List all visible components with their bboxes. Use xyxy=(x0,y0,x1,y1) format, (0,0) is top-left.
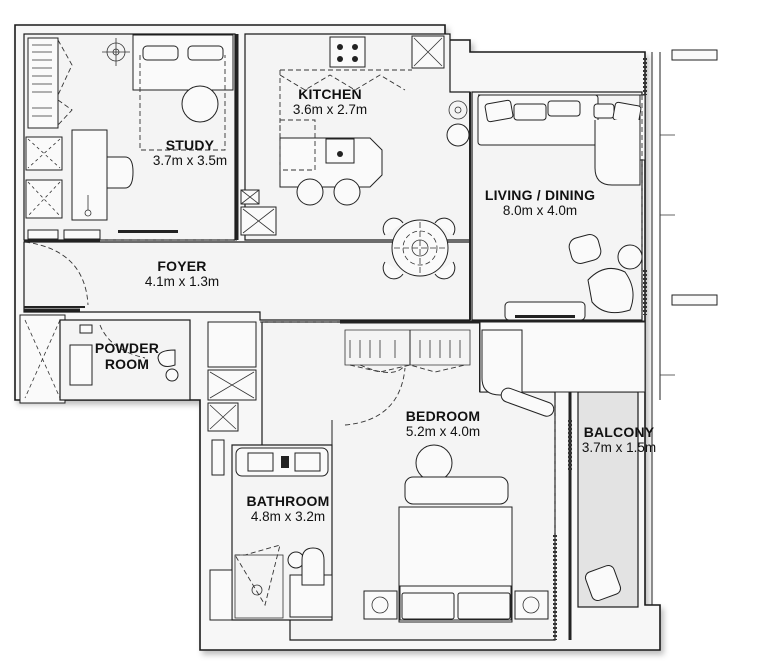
room-label-powder-room: POWDER ROOM xyxy=(82,340,172,372)
room-name: KITCHEN xyxy=(298,86,362,102)
room-name: BALCONY xyxy=(583,424,655,440)
room-dimensions: 4.8m x 3.2m xyxy=(250,509,326,525)
room-name: STUDY xyxy=(165,137,215,153)
room-name: LIVING / DINING xyxy=(484,187,596,203)
balcony-chair xyxy=(584,564,622,602)
room-dimensions: 3.6m x 2.7m xyxy=(292,102,368,118)
room-dimensions: 8.0m x 4.0m xyxy=(502,203,578,219)
room-dimensions: 4.1m x 1.3m xyxy=(144,274,220,290)
entry-door[interactable] xyxy=(24,229,101,308)
room-label-study: STUDY 3.7m x 3.5m xyxy=(120,137,260,169)
interior-walls xyxy=(19,34,646,640)
powder-room-fixtures xyxy=(69,324,179,386)
study-furniture xyxy=(25,34,234,233)
room-name-line1: POWDER xyxy=(94,340,160,356)
room-label-bedroom: BEDROOM 5.2m x 4.0m xyxy=(373,408,513,440)
room-label-foyer: FOYER 4.1m x 1.3m xyxy=(112,258,252,290)
room-name: BATHROOM xyxy=(246,493,330,509)
room-name: FOYER xyxy=(157,258,207,274)
room-name: BEDROOM xyxy=(405,408,481,424)
living-furniture xyxy=(477,94,646,321)
room-label-bathroom: BATHROOM 4.8m x 3.2m xyxy=(218,493,358,525)
dining-table xyxy=(382,217,456,280)
facade xyxy=(553,49,718,640)
bedroom-furniture xyxy=(344,329,555,623)
room-name-line2: ROOM xyxy=(104,356,150,373)
room-label-kitchen: KITCHEN 3.6m x 2.7m xyxy=(260,86,400,118)
room-label-balcony: BALCONY 3.7m x 1.5m xyxy=(574,424,664,456)
bathroom-furniture xyxy=(209,439,333,621)
room-dimensions: 3.7m x 1.5m xyxy=(581,440,657,456)
room-dimensions: 5.2m x 4.0m xyxy=(405,424,481,440)
room-dimensions: 3.7m x 3.5m xyxy=(152,153,228,169)
kitchen-furniture xyxy=(240,35,470,236)
room-label-living-dining: LIVING / DINING 8.0m x 4.0m xyxy=(465,187,615,219)
